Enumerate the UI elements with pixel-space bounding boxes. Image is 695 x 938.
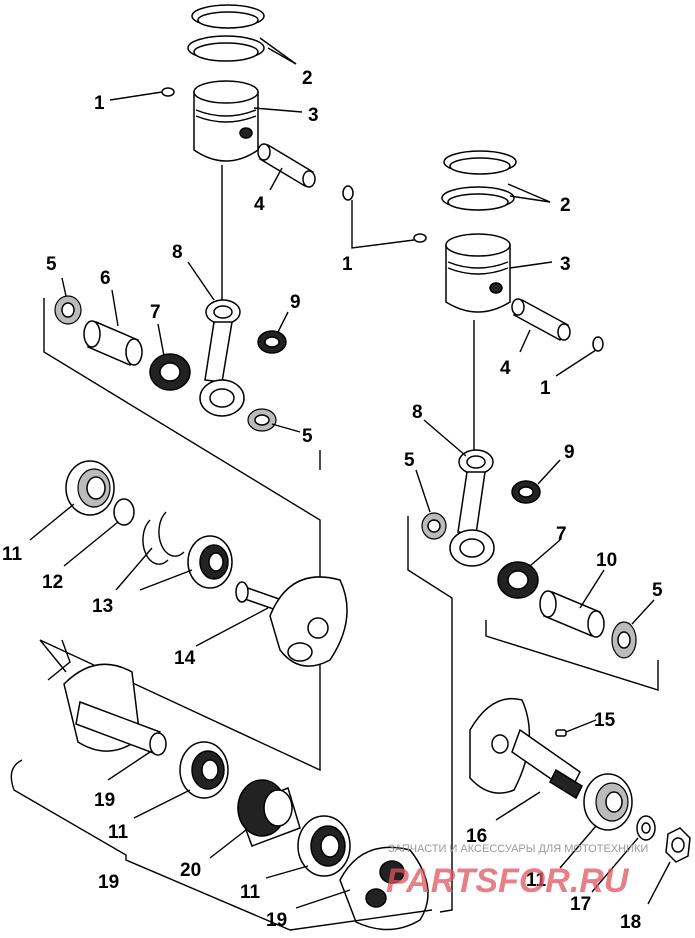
- needle-bearing-large-right: [497, 561, 539, 599]
- main-bearing-upper-left: [65, 460, 115, 516]
- main-bearing-lower-left: [297, 815, 351, 877]
- crank-half-lower-left: [39, 639, 167, 756]
- callout-19-lower: 19: [266, 910, 287, 931]
- callout-3-right: 3: [560, 254, 571, 275]
- watermark-logo: PARTSFOR.RU: [386, 862, 630, 900]
- callout-7-right: 7: [556, 524, 567, 545]
- connecting-rod-left: [199, 299, 245, 417]
- thrust-washer-left-a: [54, 295, 82, 325]
- watermark: ЗАПЧАСТИ И АКСЕССУАРЫ ДЛЯ МОТОТЕХНИКИ PA…: [386, 843, 648, 900]
- callout-14: 14: [174, 648, 196, 669]
- main-bearing-right: [583, 773, 633, 831]
- nut-right: [665, 827, 691, 863]
- main-bearing-mid-left: [179, 741, 229, 799]
- watermark-tagline: ЗАПЧАСТИ И АКСЕССУАРЫ ДЛЯ МОТОТЕХНИКИ: [388, 843, 648, 855]
- snap-rings-left: [142, 511, 185, 565]
- callout-17: 17: [570, 894, 591, 915]
- callout-13: 13: [92, 596, 113, 617]
- main-bearing-crank-left: [187, 535, 233, 589]
- thrust-washer-right-b: [611, 621, 637, 659]
- callout-15: 15: [594, 710, 616, 731]
- needle-bearing-small-right: [511, 480, 541, 504]
- callout-11-upper: 11: [2, 544, 23, 565]
- callout-12: 12: [42, 572, 63, 593]
- circlip-right-b: [592, 336, 604, 352]
- callout-11-mid: 11: [108, 822, 129, 843]
- callout-19-bracket: 19: [98, 872, 119, 893]
- callout-4-left: 4: [254, 194, 265, 215]
- needle-bearing-small-left: [257, 330, 287, 354]
- callout-8-left: 8: [172, 242, 183, 263]
- callout-5-left-top: 5: [46, 254, 57, 275]
- wrist-pin-left: [257, 143, 316, 188]
- circlip-left-b: [342, 185, 354, 201]
- callout-11-lower: 11: [240, 882, 261, 903]
- thrust-washer-left-b: [247, 408, 277, 432]
- woodruff-key: [555, 729, 567, 737]
- crank-pin-left: [83, 320, 143, 367]
- circlip-right-a: [413, 233, 427, 243]
- piston-right: [445, 233, 511, 313]
- thrust-washer-right-a: [421, 512, 447, 540]
- callout-5-right-top: 5: [404, 450, 415, 471]
- piston-left: [193, 80, 259, 162]
- callout-2-right: 2: [560, 195, 571, 216]
- callout-1-left-top: 1: [94, 93, 105, 114]
- crank-pin-right: [539, 590, 605, 638]
- needle-bearing-large-left: [149, 353, 191, 391]
- callout-9-left: 9: [290, 292, 301, 313]
- callout-19-upper: 19: [94, 790, 115, 811]
- piston-rings-right: [441, 150, 517, 211]
- crank-half-right: [469, 697, 583, 800]
- callout-5-left-lower: 5: [302, 426, 313, 447]
- labyrinth-seal: [237, 779, 301, 847]
- circlip-left-a: [161, 87, 175, 97]
- washer-right: [636, 815, 656, 841]
- connecting-rod-right: [449, 449, 495, 567]
- leader-lines: [29, 37, 671, 909]
- callout-3-left: 3: [308, 105, 319, 126]
- crank-half-left: [235, 576, 348, 667]
- callout-2-left: 2: [302, 68, 313, 89]
- callout-4-right: 4: [500, 358, 511, 379]
- callout-6: 6: [100, 268, 111, 289]
- callout-10: 10: [596, 550, 617, 571]
- callout-16: 16: [466, 826, 487, 847]
- callout-7-left: 7: [150, 302, 161, 323]
- callout-8-right: 8: [412, 402, 423, 423]
- callout-5-right-lower: 5: [652, 580, 663, 601]
- callout-1-left-mid: 1: [342, 254, 353, 275]
- callout-11-right: 11: [526, 870, 547, 891]
- wrist-pin-right: [511, 298, 571, 342]
- callout-20: 20: [180, 860, 201, 881]
- callout-9-right: 9: [564, 442, 575, 463]
- callout-1-right: 1: [540, 378, 551, 399]
- oring-left: [113, 498, 135, 526]
- crank-half-bottom: [339, 846, 429, 931]
- piston-rings-left: [187, 4, 265, 62]
- callout-numbers: 1 2 3 4 1 2 3 4 1 5 6 7 8 9 5 8 9 5 7 10…: [2, 68, 663, 933]
- callout-18: 18: [620, 912, 641, 933]
